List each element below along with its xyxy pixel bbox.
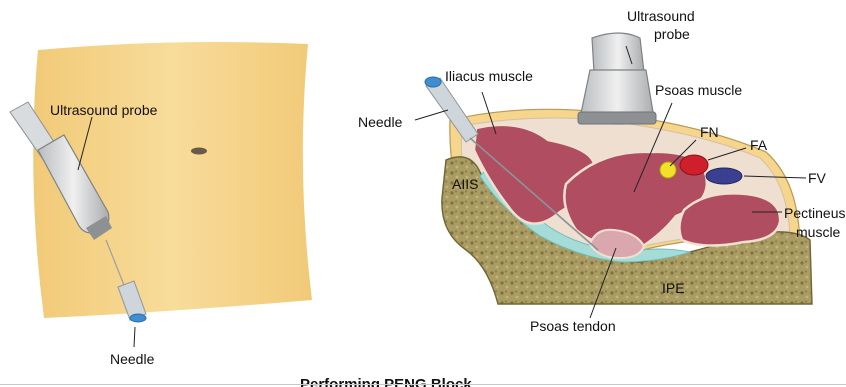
iliacus-label: Iliacus muscle [445, 68, 533, 84]
left-probe-label: Ultrasound probe [50, 102, 158, 118]
pectineus-label-line2: muscle [796, 224, 841, 240]
right-probe-label-line2: probe [654, 26, 690, 42]
left-needle-label: Needle [110, 351, 155, 367]
right-panel: Ultrasound probe Needle Iliacus muscle P… [358, 8, 845, 334]
right-ultrasound-probe [578, 33, 656, 124]
ipe-label: IPE [662, 280, 685, 296]
right-needle-label: Needle [358, 114, 403, 130]
fa-label: FA [750, 137, 768, 153]
psoas-tendon-label: Psoas tendon [530, 318, 616, 334]
femoral-nerve [660, 162, 676, 178]
fv-label: FV [808, 170, 827, 186]
psoas-label: Psoas muscle [655, 82, 742, 98]
left-needle-leader [134, 327, 135, 347]
pectineus-label-line1: Pectineus [784, 205, 845, 221]
femoral-artery [680, 155, 708, 175]
fn-label: FN [700, 124, 719, 140]
figure-caption: Performing PENG Block [300, 376, 472, 387]
aiis-label: AIIS [452, 176, 478, 192]
right-probe-label-line1: Ultrasound [627, 8, 695, 24]
femoral-vein [706, 168, 742, 184]
pectineus-muscle [679, 193, 780, 245]
left-panel: Ultrasound probe Needle [10, 42, 312, 367]
skin-mark [191, 148, 207, 155]
